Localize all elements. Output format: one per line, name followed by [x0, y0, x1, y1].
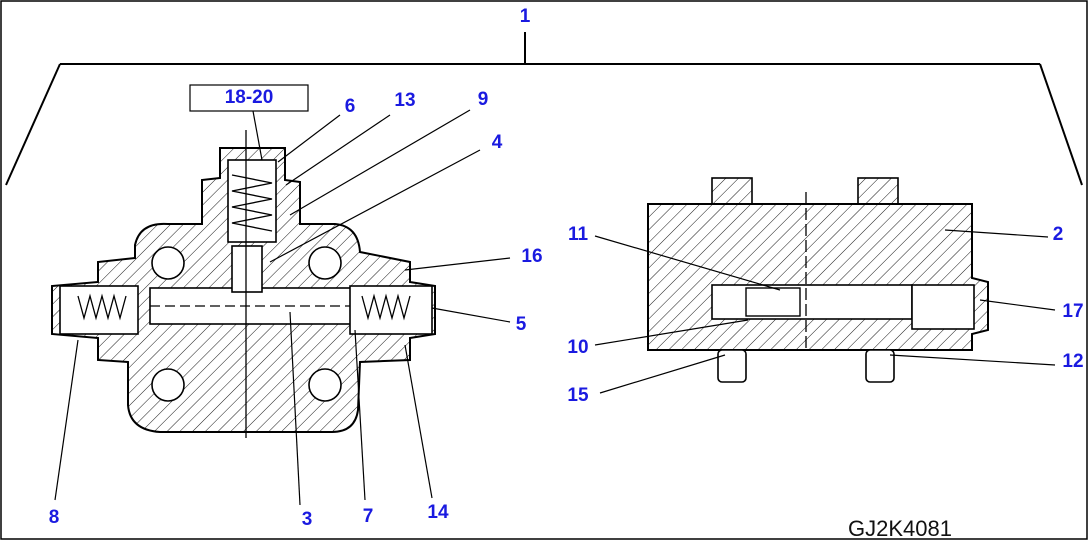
- right-block-section: [647, 177, 989, 383]
- callout-6: 6: [345, 96, 356, 117]
- callout-2: 2: [1053, 224, 1064, 245]
- callout-11: 11: [568, 224, 589, 245]
- callout-8: 8: [49, 507, 60, 528]
- leader-lines: [54, 84, 1056, 506]
- callout-17: 17: [1062, 301, 1083, 322]
- callout-7: 7: [363, 506, 374, 527]
- callouts: 1 18-20 6 13 9 4 16 5 8 3 7 14 2 11 17 1…: [49, 6, 1084, 530]
- callout-10: 10: [567, 337, 588, 358]
- callout-5: 5: [516, 314, 527, 335]
- callout-18-20: 18-20: [225, 87, 274, 108]
- callout-13: 13: [394, 90, 415, 111]
- left-valve-section: [51, 130, 436, 438]
- callout-3: 3: [302, 509, 313, 530]
- callout-1: 1: [520, 6, 531, 27]
- assembly-bracket: [5, 32, 1083, 186]
- callout-16: 16: [521, 246, 542, 267]
- callout-4: 4: [492, 132, 503, 153]
- callout-15: 15: [567, 385, 589, 406]
- callout-12: 12: [1062, 351, 1083, 372]
- drawing-code: GJ2K4081: [848, 516, 952, 541]
- callout-14: 14: [427, 502, 449, 523]
- callout-9: 9: [478, 89, 489, 110]
